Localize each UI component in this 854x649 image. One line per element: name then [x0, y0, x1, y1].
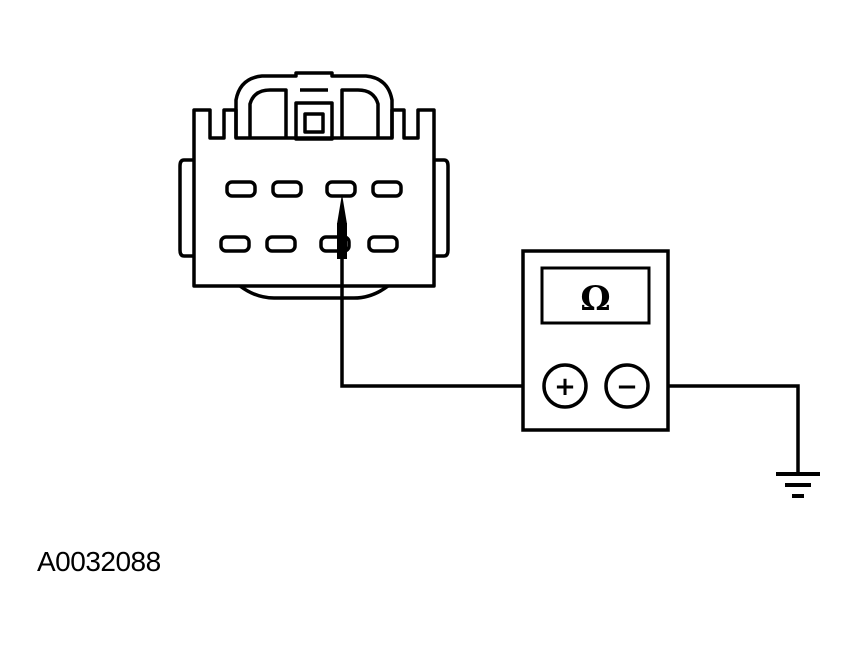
negative-terminal-label: − — [616, 372, 638, 402]
negative-lead-wire — [648, 384, 800, 474]
positive-terminal-label: + — [554, 372, 576, 402]
figure-id-label: A0032088 — [37, 546, 161, 577]
ohmmeter-icon: Ω + − — [521, 249, 670, 432]
positive-lead-wire — [340, 258, 544, 388]
meter-display — [540, 266, 651, 325]
ground-symbol-icon — [776, 472, 820, 498]
test-probe-icon — [337, 194, 347, 259]
positive-terminal — [542, 363, 588, 409]
electrical-connector-icon — [178, 71, 450, 300]
lead-wires — [340, 258, 800, 474]
negative-terminal — [604, 363, 650, 409]
ohm-symbol: Ω — [580, 279, 610, 319]
